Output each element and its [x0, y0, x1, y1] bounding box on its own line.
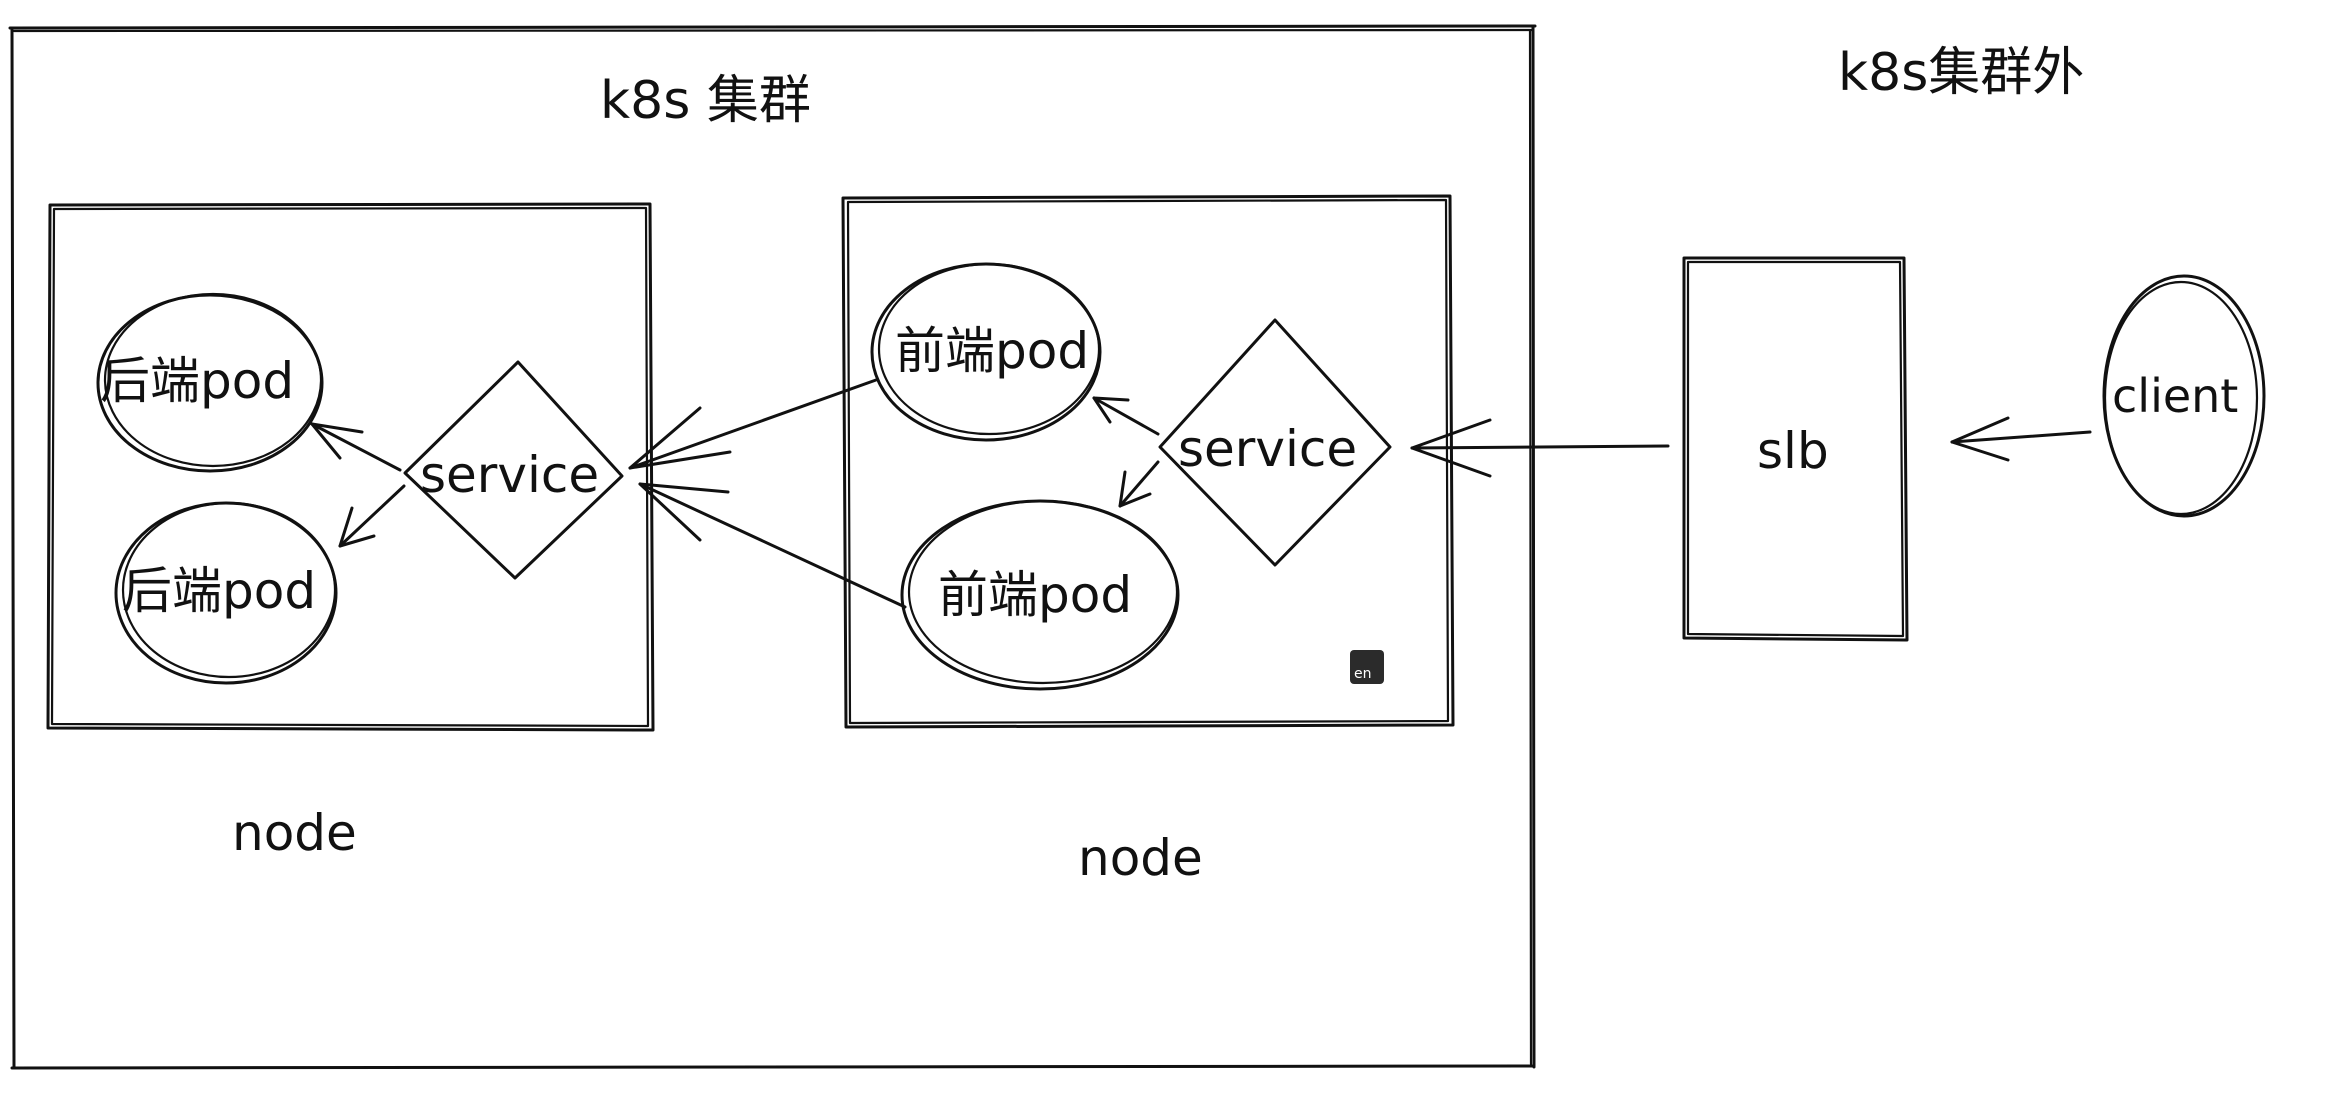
backend-service-label: service	[420, 446, 599, 504]
cluster-title: k8s 集群	[600, 71, 811, 131]
arrow-frontend-service-to-pod-1	[1092, 396, 1160, 436]
arrows	[310, 378, 2092, 609]
backend-node-label: node	[232, 804, 357, 862]
frontend-pod-1-label: 前端pod	[895, 322, 1089, 380]
frontend-pod-2: 前端pod	[900, 499, 1180, 691]
arrow-frontend-pod-1-to-backend-service	[628, 378, 878, 470]
arrow-client-to-slb	[1950, 416, 2092, 462]
slb-label: slb	[1757, 422, 1829, 480]
frontend-service: service	[1158, 318, 1392, 567]
client-node: client	[2102, 274, 2266, 518]
frontend-service-label: service	[1178, 420, 1357, 478]
frontend-node-box	[841, 194, 1455, 729]
arrow-frontend-service-to-pod-2	[1118, 460, 1160, 508]
backend-node-box	[46, 202, 655, 732]
backend-pod-2-label: 后端pod	[122, 562, 316, 620]
backend-pod-2: 后端pod	[114, 501, 338, 685]
arrow-frontend-pod-2-to-backend-service	[638, 482, 907, 609]
cluster-boundary	[8, 24, 1537, 1070]
frontend-pod-1: 前端pod	[870, 262, 1102, 442]
frontend-node-label: node	[1078, 829, 1203, 887]
arrow-slb-to-frontend-service	[1410, 418, 1670, 478]
en-badge-icon: en	[1350, 650, 1384, 684]
arrow-backend-service-to-pod-1	[310, 422, 402, 472]
frontend-pod-2-label: 前端pod	[938, 566, 1132, 624]
arrow-backend-service-to-pod-2	[338, 484, 406, 548]
backend-pod-1-label: 后端pod	[100, 352, 294, 410]
client-label: client	[2112, 369, 2238, 423]
badge-text: en	[1354, 666, 1372, 682]
backend-service: service	[403, 360, 624, 580]
backend-pod-1: 后端pod	[96, 292, 324, 473]
outside-cluster-title: k8s集群外	[1838, 43, 2084, 103]
slb-box: slb	[1682, 256, 1909, 642]
